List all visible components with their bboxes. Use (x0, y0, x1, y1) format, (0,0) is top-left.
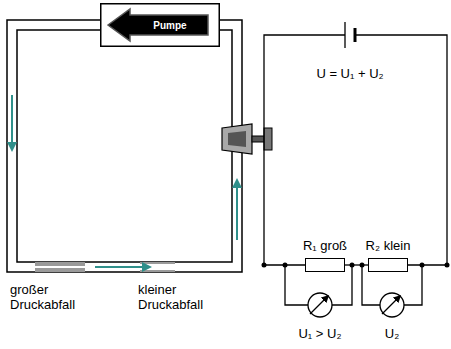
flow-arrow (12, 95, 237, 267)
pressure-label: kleiner Druckabfall (138, 282, 238, 312)
resistor-symbol: R₂ klein (368, 258, 408, 272)
voltage-label: U₁ > U₂ (280, 326, 360, 341)
resistor-label: R₁ groß (303, 238, 347, 253)
junction-dot (262, 263, 450, 268)
resistor-symbol: R₁ groß (305, 258, 345, 272)
resistor-label: R₂ klein (366, 238, 411, 253)
voltmeter-symbol (308, 293, 404, 317)
circuit-wire (264, 35, 447, 305)
voltage-label: U₂ (362, 326, 422, 341)
pump-box: Pumpe (100, 3, 220, 47)
constriction (35, 262, 175, 272)
battery-symbol (345, 22, 355, 48)
wire (345, 264, 368, 265)
pump-label: Pumpe (153, 18, 186, 33)
pressure-label: großer Druckabfall (10, 282, 110, 312)
pipe-loop (7, 20, 242, 272)
voltage-label: U = U₁ + U₂ (290, 66, 410, 81)
